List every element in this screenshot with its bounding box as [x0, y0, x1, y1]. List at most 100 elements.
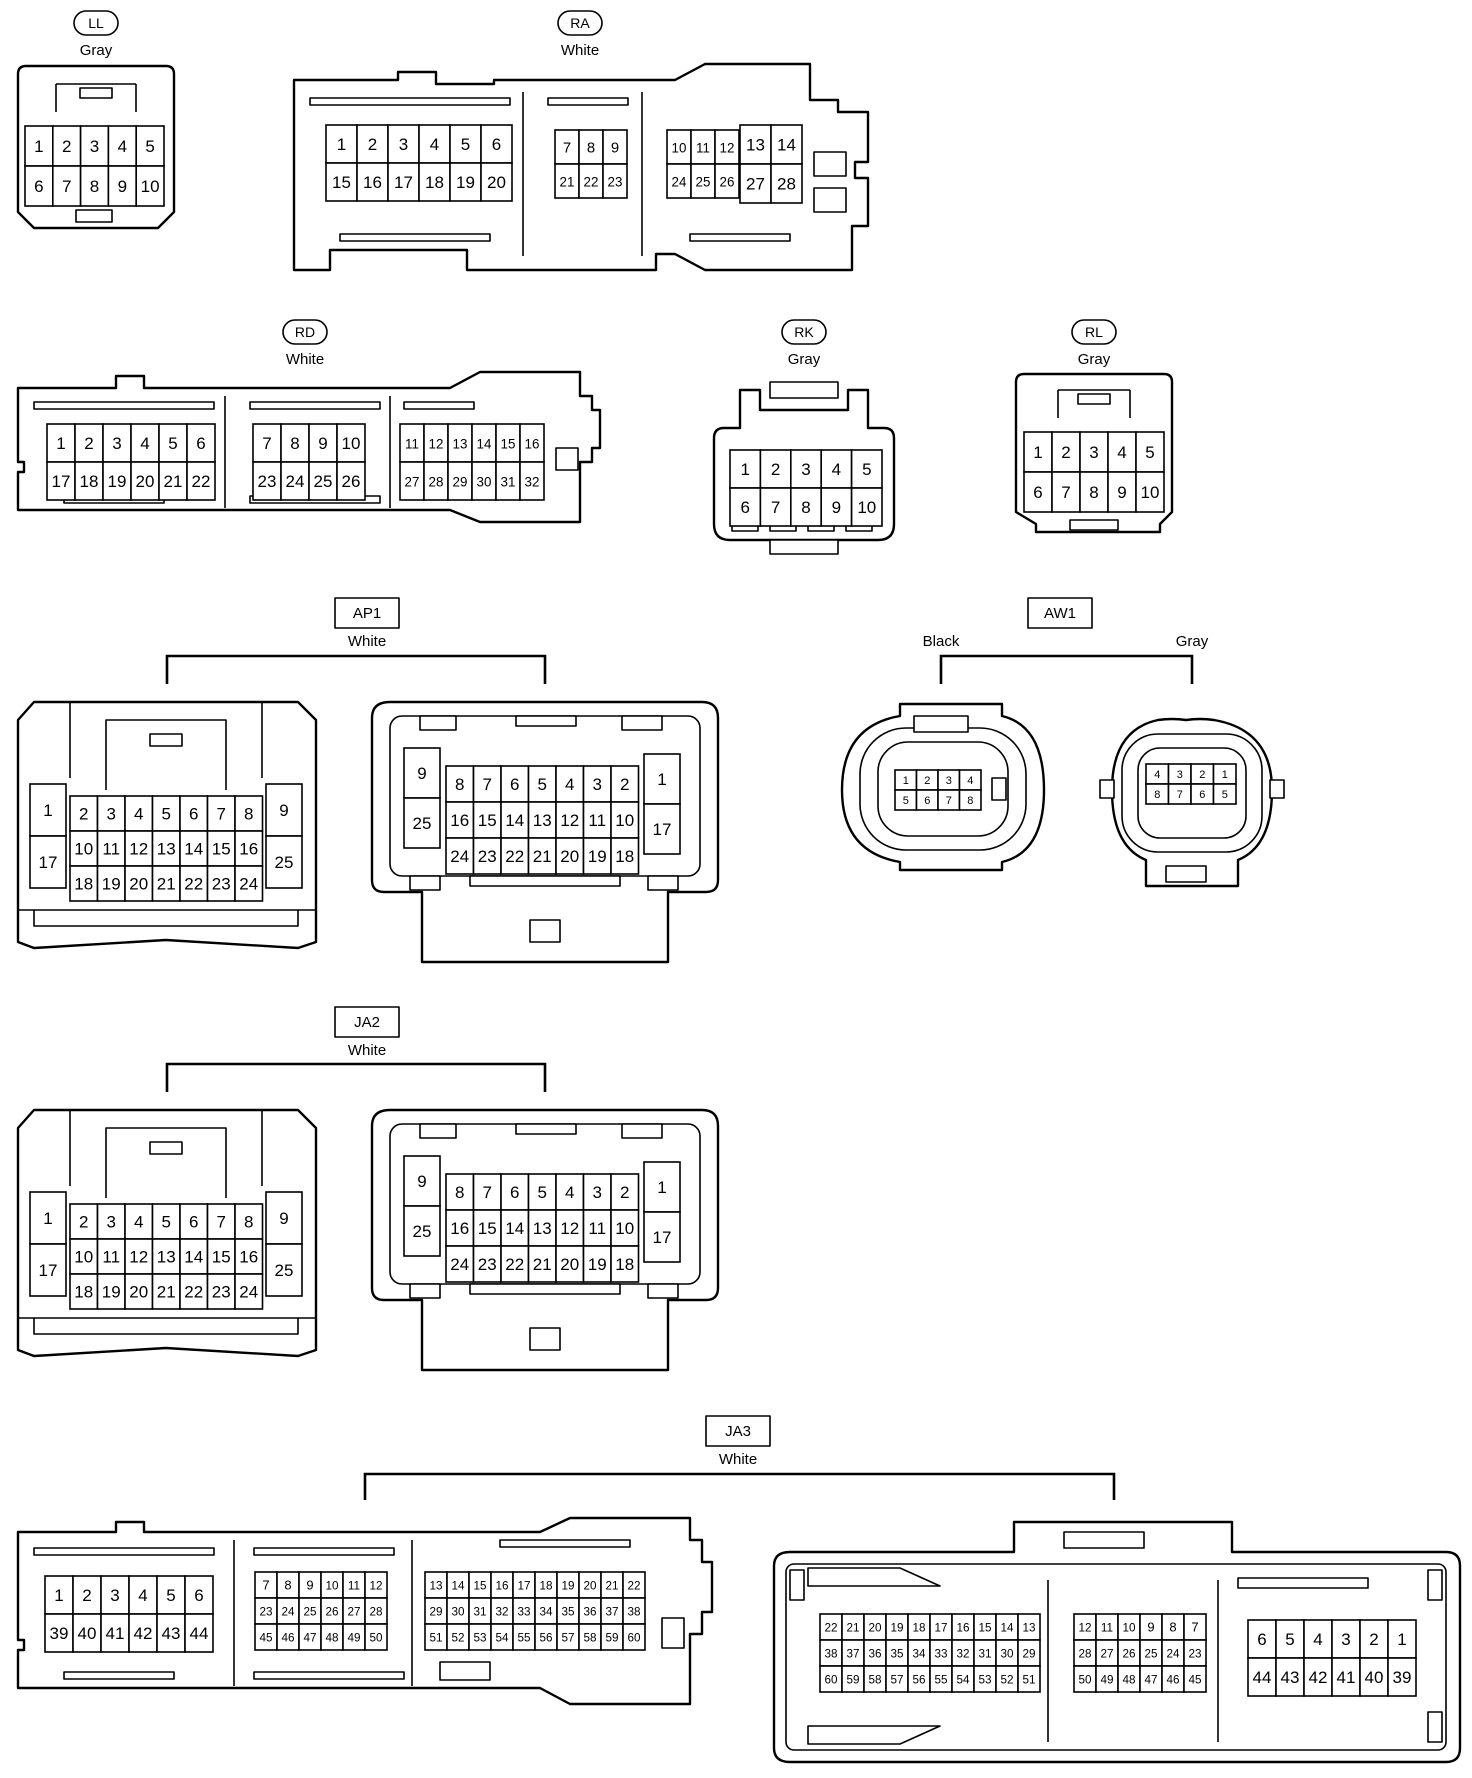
pin-cavity: [1023, 471, 1053, 513]
pin-number: 2: [79, 805, 88, 824]
pin-number: 14: [451, 1580, 465, 1593]
connector-rd-top-rib-2: [249, 401, 381, 410]
pin-number: 32: [525, 474, 540, 489]
pin-number: 2: [620, 1183, 629, 1202]
pin-number: 13: [429, 1580, 442, 1593]
pin-number: 4: [1154, 769, 1160, 781]
pin-cavity: [179, 830, 209, 867]
pin-cavity: [96, 865, 126, 902]
pin-number: 20: [129, 1283, 148, 1302]
pin-cavity: [29, 1243, 67, 1297]
pin-number: 23: [478, 847, 497, 866]
connector-ll-color: Gray: [80, 42, 113, 59]
connector-ra-color: White: [561, 42, 599, 59]
pin-number: 35: [561, 1606, 575, 1619]
pin-number: 4: [118, 137, 127, 156]
pin-number: 6: [194, 1586, 203, 1605]
pin-number: 3: [107, 805, 116, 824]
pin-cavity: [206, 1273, 236, 1310]
pin-number: 24: [286, 472, 305, 491]
pin-cavity: [1359, 1657, 1389, 1697]
pin-number: 2: [771, 460, 780, 479]
connector-ja3-female-rib-right: [1237, 1577, 1369, 1589]
pin-number: 25: [275, 1261, 294, 1280]
pin-number: 5: [1145, 443, 1154, 462]
pin-number: 21: [846, 1622, 859, 1635]
pin-number: 19: [561, 1580, 574, 1593]
pin-cavity: [325, 162, 358, 202]
connector-ja3-label: JA3: [725, 1423, 751, 1440]
connector-ja3-male-side-tab: [661, 1617, 685, 1649]
pin-number: 16: [495, 1580, 508, 1593]
pin-number: 5: [903, 795, 909, 807]
pin-number: 21: [157, 875, 176, 894]
connector-ja2-female-bottom-rib-2: [469, 1283, 621, 1295]
pin-cavity: [74, 423, 104, 463]
pin-number: 14: [505, 1219, 524, 1238]
pin-number: 9: [279, 1209, 288, 1228]
pin-number: 27: [1100, 1648, 1113, 1661]
pin-cavity: [423, 461, 449, 501]
connector-rl-label: RL: [1085, 324, 1103, 340]
pin-cavity: [364, 1623, 388, 1651]
pin-number: 20: [583, 1580, 597, 1593]
pin-cavity: [46, 461, 76, 501]
pin-cavity: [1387, 1619, 1417, 1659]
pin-number: 9: [611, 140, 619, 156]
pin-cavity: [1079, 471, 1109, 513]
pin-cavity: [643, 1211, 681, 1263]
pin-number: 24: [281, 1606, 295, 1619]
pin-number: 25: [413, 1222, 432, 1241]
pin-cavity: [124, 830, 154, 867]
pin-number: 31: [978, 1648, 991, 1661]
pin-cavity: [1359, 1619, 1389, 1659]
pin-number: 36: [583, 1606, 596, 1619]
pin-cavity: [130, 461, 160, 501]
connector-ja2-female-top-rib-3: [621, 1123, 663, 1139]
pin-cavity: [850, 487, 883, 527]
pin-number: 3: [112, 434, 121, 453]
pin-cavity: [265, 1191, 303, 1245]
pin-number: 10: [615, 811, 634, 830]
pin-number: 14: [777, 136, 796, 155]
pin-number: 2: [368, 135, 377, 154]
connector-rd-tag: [282, 319, 328, 345]
pin-number: 5: [461, 135, 470, 154]
pin-number: 3: [1089, 443, 1098, 462]
connector-aw1-black-latch: [913, 715, 969, 733]
pin-number: 5: [1285, 1630, 1294, 1649]
connector-ra-side-tab-2: [813, 187, 847, 213]
connector-ja2-female-bottom-rib-1: [409, 1283, 441, 1299]
pin-number: 23: [608, 174, 623, 189]
pin-number: 7: [1191, 1620, 1198, 1635]
connector-ap1-color: White: [348, 633, 386, 650]
pin-number: 10: [74, 1248, 93, 1267]
pin-number: 4: [1117, 443, 1126, 462]
pin-cavity: [1107, 471, 1137, 513]
pin-cavity: [643, 1161, 681, 1213]
pin-number: 27: [405, 474, 420, 489]
pin-number: 14: [505, 811, 524, 830]
pin-number: 2: [1061, 443, 1070, 462]
connector-rl-color: Gray: [1078, 351, 1111, 368]
pin-number: 5: [166, 1586, 175, 1605]
pin-number: 32: [495, 1606, 508, 1619]
pin-number: 18: [74, 1283, 93, 1302]
pin-cavity: [602, 163, 628, 199]
pin-number: 6: [34, 177, 43, 196]
pin-number: 3: [1177, 769, 1183, 781]
pin-cavity: [387, 162, 420, 202]
pin-number: 16: [239, 1248, 258, 1267]
pin-number: 20: [868, 1622, 882, 1635]
connector-ap1-female-bottom-rib-3: [647, 875, 679, 891]
pin-cavity: [29, 835, 67, 889]
connector-rl-bottom-key: [1069, 519, 1119, 531]
pin-cavity: [124, 865, 154, 902]
pin-number: 22: [192, 472, 211, 491]
pin-number: 19: [890, 1622, 903, 1635]
connector-ap1-male-latch: [149, 733, 183, 747]
pin-cavity: [1275, 1619, 1305, 1659]
